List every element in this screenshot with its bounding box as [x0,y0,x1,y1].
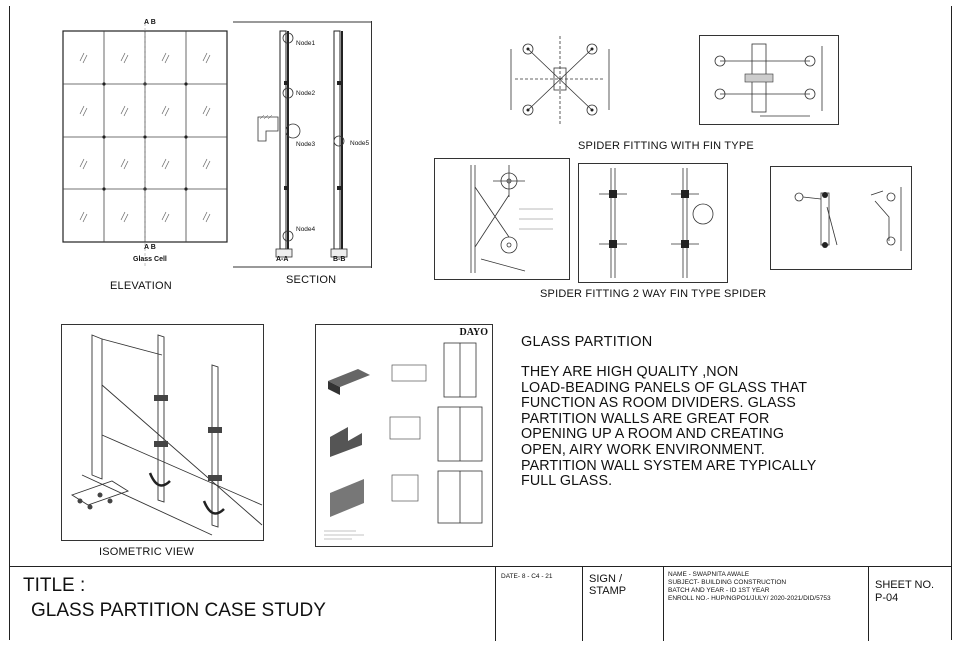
spider-2way-caption: SPIDER FITTING 2 WAY FIN TYPE SPIDER [540,288,767,300]
batch-year: BATCH AND YEAR - ID 1ST YEAR [668,587,770,594]
title-block: TITLE : GLASS PARTITION CASE STUDY DATE-… [9,566,952,641]
spider-2way-detail-1 [434,158,570,280]
spider-fin-caption: SPIDER FITTING WITH FIN TYPE [578,140,754,152]
partition-heading: GLASS PARTITION [521,334,653,350]
spider-2way-detail-1-svg [470,165,553,273]
node-label-4: Node4 [296,226,316,233]
partition-line-5: OPENING UP A ROOM AND CREATING [521,426,785,443]
partition-description: THEY ARE HIGH QUALITY ,NON LOAD-BEADING … [521,364,871,490]
date-cell: DATE- 8 - C4 - 21 [495,567,582,641]
title-label: TITLE : [23,575,86,596]
sheet-title: GLASS PARTITION CASE STUDY [31,600,326,621]
section-drawing [233,21,372,268]
section-svg [233,21,371,268]
date-text: DATE- 8 - C4 - 21 [501,573,553,580]
isometric-svg [70,334,263,536]
enroll-number: ENROLL NO.- HUP/NGPO1/JULY/ 2020-2021/DI… [668,595,831,602]
partition-line-8: FULL GLASS. [521,473,613,490]
student-info-cell: NAME - SWAPNITA AWALE SUBJECT- BUILDING … [663,567,868,641]
node-label-1: Node1 [296,40,316,47]
spider-2way-detail-2 [578,163,728,283]
catalog-svg [324,342,483,540]
sheet-no-value: P-04 [875,592,899,604]
spider-fin-elevation-svg [714,43,823,117]
glass-cell-label: Glass Cell [133,256,167,263]
sheet-no-label: SHEET NO. [875,579,935,591]
section-label-bb: B-B [333,256,346,263]
partition-line-3: FUNCTION AS ROOM DIVIDERS. GLASS [521,395,796,412]
partition-line-4: PARTITION WALLS ARE GREAT FOR [521,410,770,427]
elevation-drawing [61,21,229,268]
node-label-5: Node5 [350,140,370,147]
spider-fin-plan-svg [510,36,610,124]
spider-fin-elevation [699,35,839,125]
partition-line-7: PARTITION WALL SYSTEM ARE TYPICALLY [521,457,817,474]
section-caption: SECTION [286,274,337,286]
node-label-2: Node2 [296,90,316,97]
subject: SUBJECT- BUILDING CONSTRUCTION [668,579,787,586]
spider-fin-plan [497,28,625,128]
stamp-label: STAMP [589,585,627,597]
partition-line-6: OPEN, AIRY WORK ENVIRONMENT. [521,441,765,458]
spider-2way-detail-3-svg [794,187,902,251]
partition-line-1: THEY ARE HIGH QUALITY ,NON [521,364,739,380]
sheet-number-cell: SHEET NO. P-04 [868,567,952,641]
elevation-svg [62,23,228,266]
section-label-aa: A-A [276,256,289,263]
catalog-brand: DAYO [459,327,488,338]
student-name: NAME - SWAPNITA AWALE [668,571,750,578]
spider-2way-detail-3 [770,166,912,270]
isometric-drawing [61,324,264,541]
isometric-caption: ISOMETRIC VIEW [99,546,195,558]
elevation-marker-top: A B [144,19,156,26]
elevation-marker-bottom: A B [144,244,156,251]
catalog-panel: DAYO [315,324,493,547]
sign-label: SIGN / [589,573,623,585]
partition-line-2: LOAD-BEADING PANELS OF GLASS THAT [521,379,808,396]
node-label-3: Node3 [296,141,316,148]
spider-2way-detail-2-svg [599,168,714,278]
elevation-caption: ELEVATION [110,280,172,292]
drawing-sheet [9,6,952,640]
sign-stamp-cell: SIGN / STAMP [582,567,663,641]
